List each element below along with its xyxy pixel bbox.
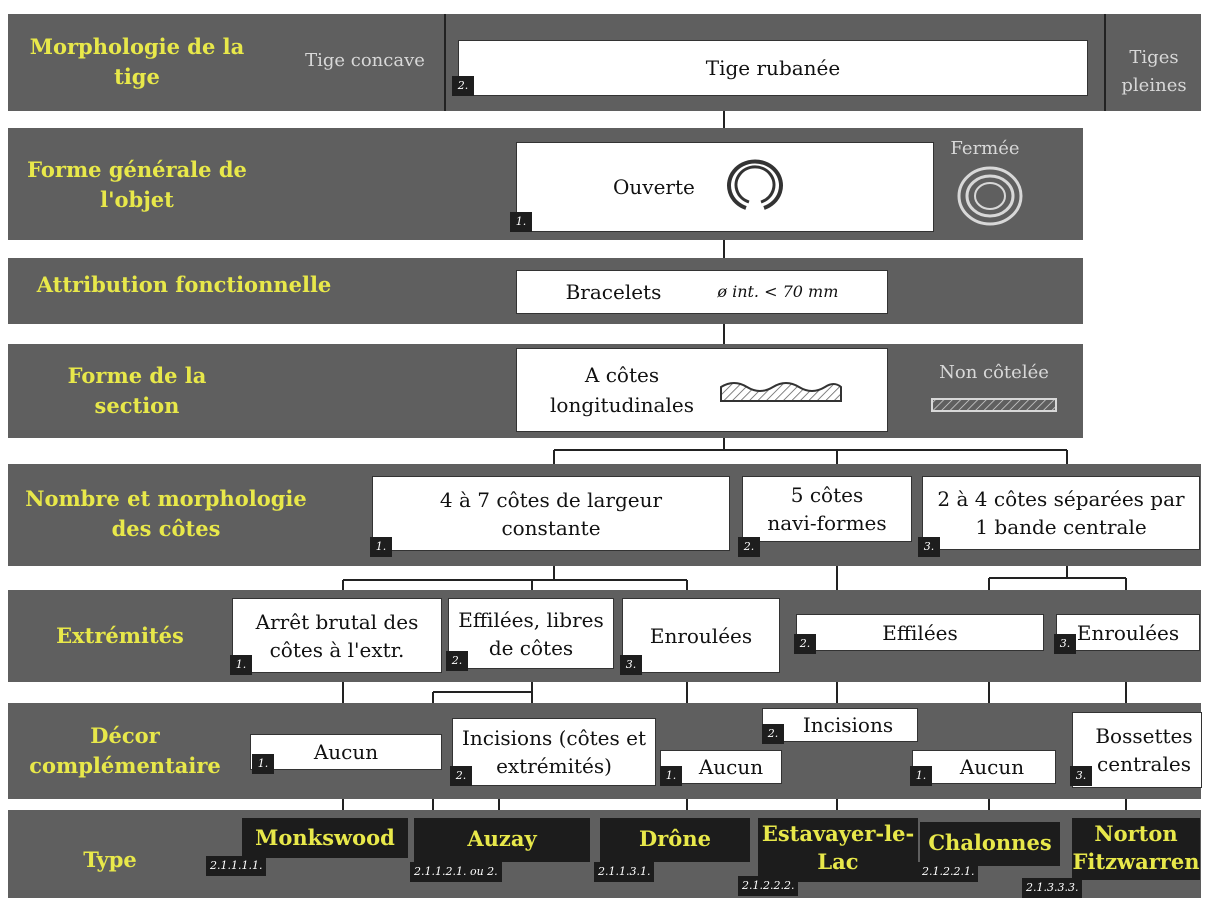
extremites-label: Effilées <box>882 620 958 645</box>
branch-number: 2. <box>446 651 468 671</box>
type-code: 2.1.2.2.2. <box>738 876 799 896</box>
extremites-label: Arrêt brutal des côtes à l'extr. <box>255 609 419 662</box>
type-drone: Drône <box>600 818 750 862</box>
row-label-morphologie: Morphologie de la tige <box>29 34 245 89</box>
flat-section-icon <box>931 398 1057 412</box>
ouverte-box: Ouverte <box>516 142 934 232</box>
decor-label: Aucun <box>698 755 764 779</box>
branch-number: 3. <box>1054 634 1076 654</box>
extremites-box-4: Effilées <box>796 614 1044 651</box>
type-estavayer: Estavayer-le-Lac <box>758 818 918 882</box>
decor-box-4: Incisions <box>762 708 918 742</box>
type-monkswood: Monkswood <box>242 818 408 858</box>
branch-number: 1. <box>910 766 932 786</box>
type-code: 2.1.2.2.1. <box>918 862 979 882</box>
type-auzay: Auzay <box>414 818 590 862</box>
cotes-label: A côtes longitudinales <box>550 363 694 417</box>
branch-number: 2. <box>738 537 760 557</box>
branch-number: 3. <box>620 655 642 675</box>
nombre-label: 2 à 4 côtes séparées par 1 bande central… <box>937 487 1185 539</box>
extremites-box-1: Arrêt brutal des côtes à l'extr. <box>232 598 442 673</box>
decor-label: Aucun <box>959 755 1025 779</box>
decor-label: Incisions <box>802 713 894 737</box>
branch-number: 2. <box>450 766 472 786</box>
fermee-label: Fermée <box>950 138 1020 159</box>
type-chalonnes: Chalonnes <box>920 822 1060 866</box>
branch-number: 3. <box>918 537 940 557</box>
tige-rubanee-box: Tige rubanée <box>458 40 1088 96</box>
decor-box-6: Bossettes centrales <box>1072 712 1202 788</box>
row-label-type: Type <box>83 847 137 872</box>
decor-box-5: Aucun <box>912 750 1056 784</box>
branch-number: 1. <box>510 212 532 232</box>
branch-number: 2. <box>762 724 784 744</box>
bracelets-box: Bracelets ø int. < 70 mm <box>516 270 888 314</box>
branch-number: 1. <box>370 537 392 557</box>
nombre-label: 4 à 7 côtes de largeur constante <box>439 487 663 540</box>
decor-label: Incisions (côtes et extrémités) <box>462 726 646 778</box>
ribbed-section-icon <box>720 382 842 402</box>
branch-number: 3. <box>1070 766 1092 786</box>
extremites-label: Effilées, libres de côtes <box>458 607 604 660</box>
type-code: 2.1.1.1.1. <box>206 856 267 876</box>
type-code: 2.1.1.2.1. ou 2. <box>410 862 502 882</box>
row-label-nombre: Nombre et morphologie des côtes <box>25 486 307 541</box>
branch-number: 2. <box>794 634 816 654</box>
row-label-extremites: Extrémités <box>56 623 184 648</box>
bracelets-label: Bracelets <box>565 280 662 304</box>
branch-number: 1. <box>252 754 274 774</box>
decor-label: Aucun <box>313 740 379 764</box>
row-label-forme: Forme générale de l'objet <box>27 157 247 212</box>
extremites-box-2: Effilées, libres de côtes <box>448 598 614 669</box>
row-label-attribution: Attribution fonctionnelle <box>36 272 332 297</box>
branch-number: 2. <box>452 76 474 96</box>
nombre-box-3: 2 à 4 côtes séparées par 1 bande central… <box>922 476 1200 550</box>
extremites-label: Enroulées <box>1076 620 1180 645</box>
branch-number: 1. <box>660 766 682 786</box>
extremites-label: Enroulées <box>649 623 753 648</box>
diameter-label: ø int. < 70 mm <box>717 282 839 301</box>
ouverte-label: Ouverte <box>613 175 695 199</box>
tige-concave-label: Tige concave <box>305 50 425 71</box>
decor-box-2: Incisions (côtes et extrémités) <box>452 718 656 786</box>
cotes-box: A côtes longitudinales <box>516 348 888 432</box>
tiges-pleines-label: Tiges pleines <box>1121 47 1187 96</box>
tige-rubanee-label: Tige rubanée <box>705 56 841 80</box>
extremites-box-3: Enroulées <box>622 598 780 673</box>
closed-ring-icon <box>957 166 1023 226</box>
extremites-box-5: Enroulées <box>1056 614 1200 651</box>
row-label-section: Forme de la section <box>67 363 207 418</box>
branch-number: 1. <box>230 655 252 675</box>
open-ring-icon <box>726 159 783 210</box>
non-cotelee-label: Non côtelée <box>939 362 1049 383</box>
nombre-box-2: 5 côtes navi-formes <box>742 476 912 542</box>
divider <box>444 14 446 111</box>
type-norton: Norton Fitzwarren <box>1072 818 1200 880</box>
divider <box>1104 14 1106 111</box>
nombre-label: 5 côtes navi-formes <box>767 483 887 535</box>
decor-label: Bossettes centrales <box>1095 724 1193 776</box>
type-code: 2.1.3.3.3. <box>1022 878 1083 898</box>
nombre-box-1: 4 à 7 côtes de largeur constante <box>372 476 730 551</box>
type-code: 2.1.1.3.1. <box>594 862 655 882</box>
decor-box-1: Aucun <box>250 734 442 770</box>
row-label-decor: Décor complémentaire <box>29 723 221 778</box>
